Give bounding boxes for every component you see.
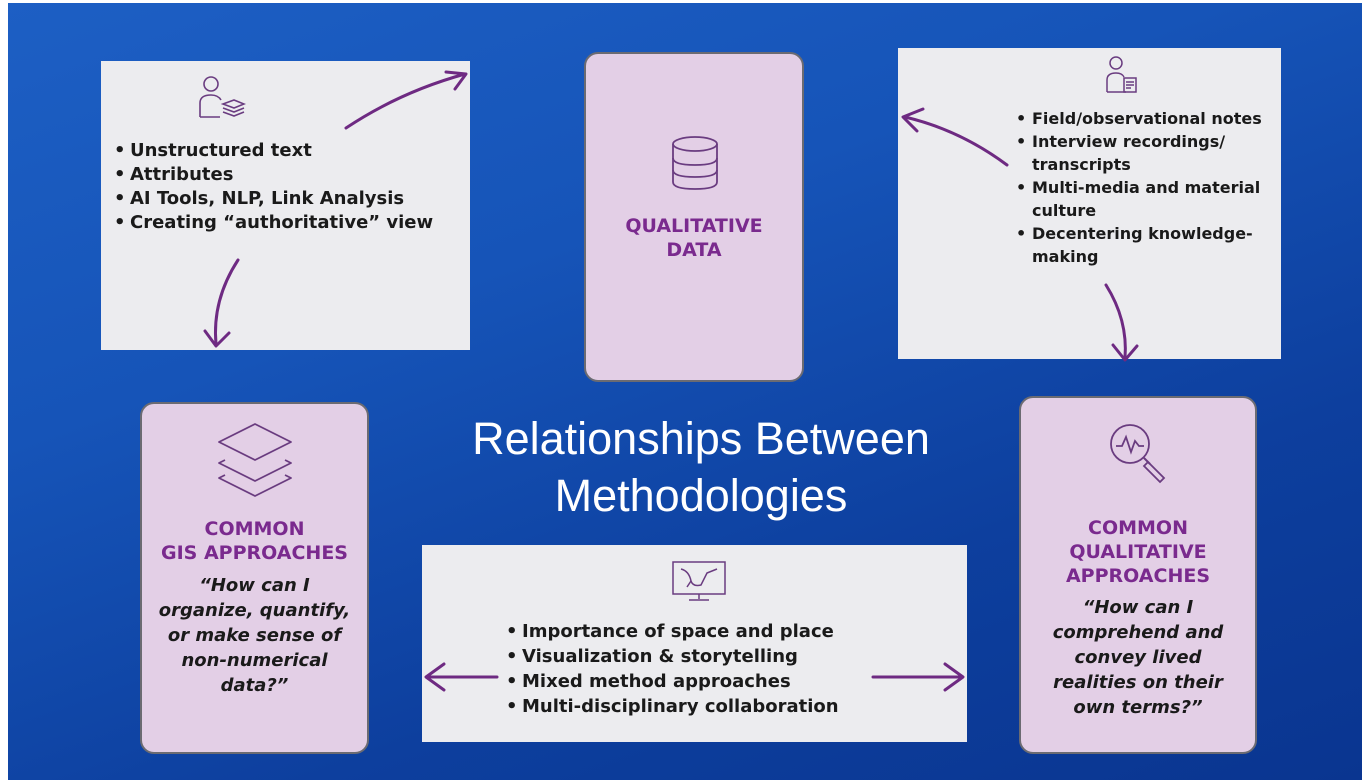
- person-with-stack-icon: [196, 73, 247, 130]
- qualitative-data-card: QUALITATIVE DATA: [584, 52, 804, 382]
- list-item: AI Tools, NLP, Link Analysis: [114, 187, 464, 211]
- gis-data-box: Unstructured text Attributes AI Tools, N…: [101, 61, 470, 350]
- qualitative-data-sources-bullets: Field/observational notes Interview reco…: [1016, 107, 1278, 268]
- gis-data-bullets: Unstructured text Attributes AI Tools, N…: [114, 139, 464, 235]
- qualitative-data-sources-box: Field/observational notes Interview reco…: [898, 48, 1281, 359]
- map-screen-icon: [667, 559, 731, 610]
- diagram-title: Relationships Between Methodologies: [472, 413, 930, 521]
- list-item: Field/observational notes: [1016, 107, 1278, 130]
- magnifier-chart-icon: [1106, 420, 1172, 495]
- qualitative-approaches-title: COMMON QUALITATIVE APPROACHES: [1065, 517, 1211, 587]
- database-icon: [669, 134, 721, 197]
- layers-icon: [215, 420, 295, 505]
- list-item: Interview recordings/ transcripts: [1016, 130, 1278, 176]
- list-item: Attributes: [114, 163, 464, 187]
- person-with-notepad-icon: [1104, 54, 1140, 103]
- list-item: Creating “authoritative” view: [114, 211, 464, 235]
- list-item: Multi-media and material culture: [1016, 176, 1278, 222]
- gis-approaches-title: COMMON GIS APPROACHES: [160, 518, 348, 564]
- list-item: Unstructured text: [114, 139, 464, 163]
- list-item: Visualization & storytelling: [506, 644, 956, 669]
- gis-approaches-card: COMMON GIS APPROACHES “How can I organiz…: [140, 402, 369, 754]
- qualitative-approaches-card: COMMON QUALITATIVE APPROACHES “How can I…: [1019, 396, 1257, 754]
- list-item: Decentering knowledge-making: [1016, 222, 1278, 268]
- qualitative-data-title: QUALITATIVE DATA: [625, 215, 763, 261]
- shared-themes-box: Importance of space and place Visualizat…: [422, 545, 967, 742]
- qualitative-approaches-question: “How can I comprehend and convey lived r…: [1052, 597, 1224, 718]
- gis-approaches-question: “How can I organize, quantify, or make s…: [158, 575, 351, 696]
- list-item: Importance of space and place: [506, 619, 956, 644]
- list-item: Multi-disciplinary collaboration: [506, 694, 956, 719]
- shared-themes-bullets: Importance of space and place Visualizat…: [506, 619, 956, 719]
- list-item: Mixed method approaches: [506, 669, 956, 694]
